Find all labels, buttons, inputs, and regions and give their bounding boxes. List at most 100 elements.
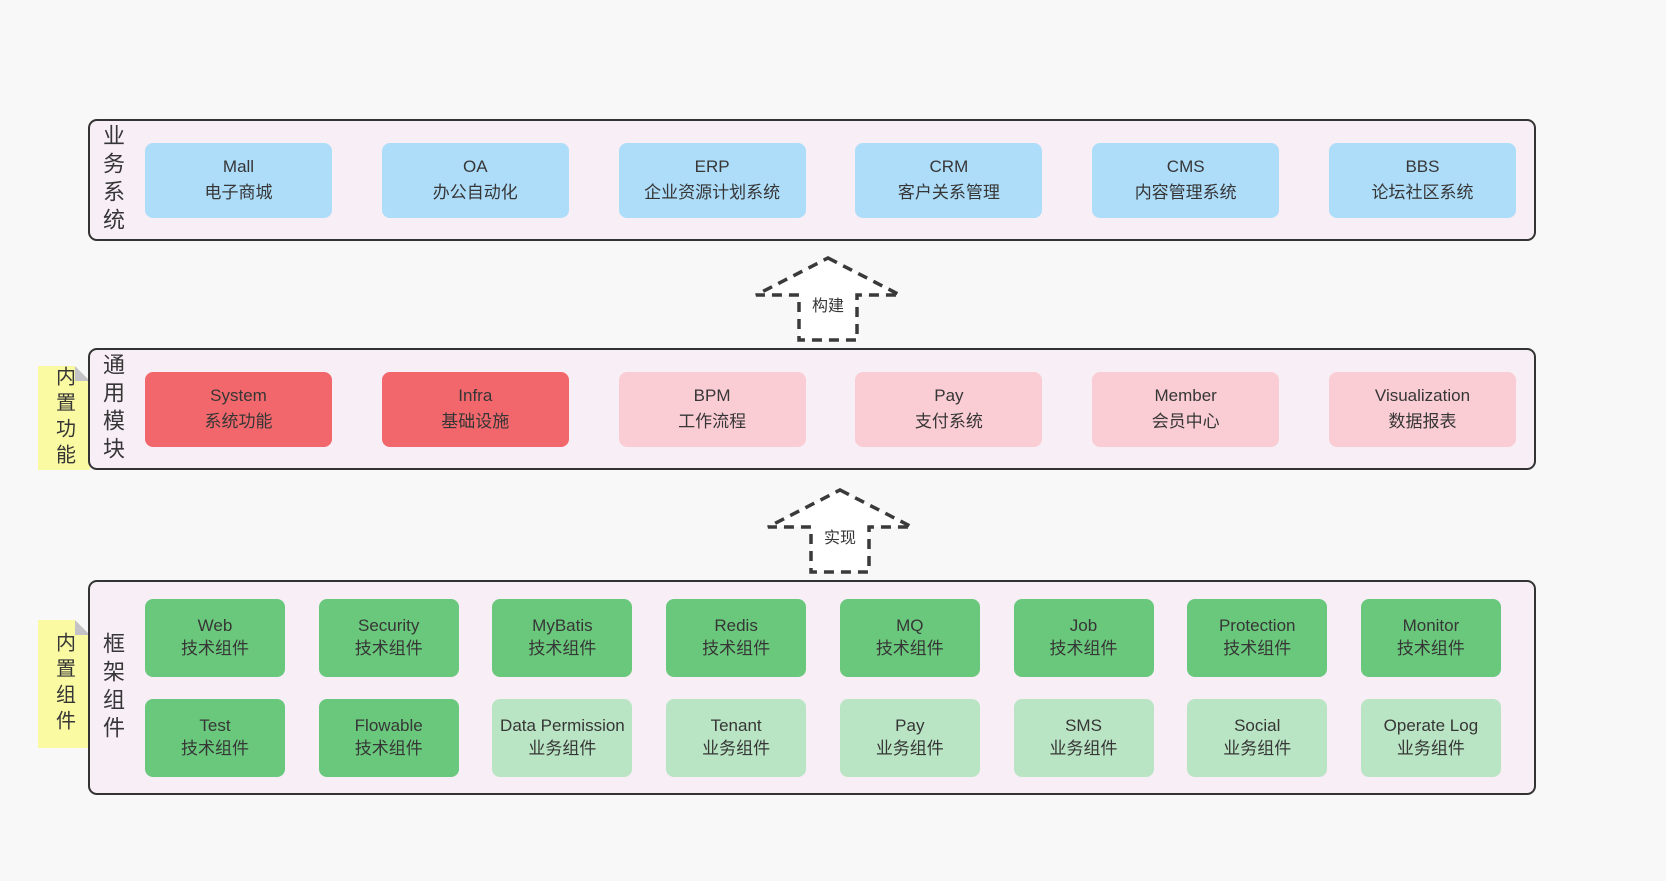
- component-grid: Web 技术组件 Security 技术组件 MyBatis 技术组件 Redi…: [128, 582, 1534, 793]
- box-subtitle: 业务组件: [702, 738, 771, 758]
- box-title: SMS: [1065, 715, 1102, 735]
- box-title: Web: [197, 615, 233, 635]
- box-title: System: [210, 385, 267, 405]
- box-visualization: Visualization 数据报表: [1328, 371, 1516, 447]
- box-subtitle: 技术组件: [181, 638, 249, 658]
- box-mybatis: MyBatis 技术组件: [492, 598, 633, 677]
- box-subtitle: 内容管理系统: [1134, 183, 1237, 202]
- box-mall: Mall 电子商城: [145, 142, 332, 218]
- box-subtitle: 技术组件: [1396, 638, 1465, 658]
- box-subtitle: 系统功能: [204, 412, 273, 431]
- box-security: Security 技术组件: [318, 598, 459, 677]
- box-monitor: Monitor 技术组件: [1360, 598, 1501, 677]
- box-subtitle: 技术组件: [1049, 638, 1118, 658]
- box-tenant: Tenant 业务组件: [666, 698, 807, 777]
- arrow-implement: 实现: [765, 487, 915, 575]
- box-title: Test: [199, 715, 231, 735]
- box-test: Test 技术组件: [145, 698, 285, 777]
- box-title: MyBatis: [532, 615, 593, 635]
- box-subtitle: 电子商城: [204, 183, 273, 202]
- layer-label-common-modules: 通用模块: [100, 353, 125, 465]
- box-subtitle: 办公自动化: [432, 183, 518, 202]
- component-row-1: Web 技术组件 Security 技术组件 MyBatis 技术组件 Redi…: [145, 598, 1501, 677]
- box-title: Security: [357, 615, 420, 635]
- box-subtitle: 支付系统: [914, 412, 983, 431]
- box-title: BBS: [1405, 156, 1440, 176]
- box-pay-component: Pay 业务组件: [839, 698, 980, 777]
- box-title: MQ: [896, 615, 924, 635]
- layer-label-business-systems: 业务系统: [100, 124, 125, 236]
- box-subtitle: 业务组件: [1049, 738, 1118, 758]
- box-subtitle: 技术组件: [354, 638, 423, 658]
- box-bbs: BBS 论坛社区系统: [1328, 142, 1516, 218]
- box-title: CRM: [929, 156, 969, 176]
- module-box-row: System 系统功能 Infra 基础设施 BPM 工作流程 Pay 支付系统…: [128, 350, 1534, 468]
- box-redis: Redis 技术组件: [666, 598, 807, 677]
- box-subtitle: 论坛社区系统: [1371, 183, 1474, 202]
- box-subtitle: 技术组件: [354, 738, 423, 758]
- box-subtitle: 客户关系管理: [897, 183, 1000, 202]
- box-title: Monitor: [1402, 615, 1460, 635]
- box-title: Data Permission: [500, 715, 625, 735]
- arrow-label: 实现: [819, 523, 861, 549]
- box-crm: CRM 客户关系管理: [855, 142, 1043, 218]
- box-title: Flowable: [354, 715, 423, 735]
- box-system: System 系统功能: [145, 371, 332, 447]
- layer-label-framework-components: 框架组件: [100, 631, 125, 744]
- box-subtitle: 技术组件: [702, 638, 771, 658]
- box-title: OA: [463, 156, 488, 176]
- box-mq: MQ 技术组件: [839, 598, 980, 677]
- business-box-row: Mall 电子商城 OA 办公自动化 ERP 企业资源计划系统 CRM 客户关系…: [128, 121, 1534, 239]
- box-erp: ERP 企业资源计划系统: [618, 142, 806, 218]
- box-subtitle: 技术组件: [528, 638, 597, 658]
- box-subtitle: 技术组件: [875, 638, 944, 658]
- box-pay-module: Pay 支付系统: [855, 371, 1043, 447]
- box-oa: OA 办公自动化: [381, 142, 569, 218]
- box-subtitle: 技术组件: [1223, 638, 1292, 658]
- box-operate-log: Operate Log 业务组件: [1360, 698, 1501, 777]
- box-infra: Infra 基础设施: [381, 371, 569, 447]
- box-subtitle: 业务组件: [875, 738, 944, 758]
- box-subtitle: 业务组件: [1396, 738, 1465, 758]
- tag-label: 内置功能: [52, 366, 75, 470]
- tag-built-in-features: 内置功能: [38, 366, 90, 470]
- box-subtitle: 数据报表: [1388, 412, 1457, 431]
- box-title: Redis: [714, 615, 758, 635]
- box-subtitle: 会员中心: [1151, 412, 1220, 431]
- box-title: ERP: [694, 156, 730, 176]
- arrow-label: 构建: [807, 291, 849, 317]
- box-cms: CMS 内容管理系统: [1092, 142, 1280, 218]
- box-title: Pay: [895, 715, 925, 735]
- box-title: Job: [1069, 615, 1098, 635]
- box-title: Pay: [934, 385, 964, 405]
- layer-panel-business-systems: 业务系统 Mall 电子商城 OA 办公自动化 ERP 企业资源计划系统 CRM…: [88, 119, 1536, 241]
- box-member: Member 会员中心: [1092, 371, 1280, 447]
- box-job: Job 技术组件: [1013, 598, 1154, 677]
- box-title: Member: [1154, 385, 1217, 405]
- box-title: BPM: [693, 385, 731, 405]
- box-subtitle: 技术组件: [181, 738, 249, 758]
- box-bpm: BPM 工作流程: [618, 371, 806, 447]
- box-subtitle: 工作流程: [678, 412, 747, 431]
- component-row-2: Test 技术组件 Flowable 技术组件 Data Permission …: [145, 698, 1501, 777]
- box-title: Protection: [1218, 615, 1296, 635]
- layer-panel-framework-components: 框架组件 Web 技术组件 Security 技术组件 MyBatis 技术组件…: [88, 580, 1536, 795]
- box-flowable: Flowable 技术组件: [318, 698, 459, 777]
- tag-label: 内置组件: [52, 632, 75, 736]
- box-title: Visualization: [1374, 385, 1471, 405]
- box-web: Web 技术组件: [145, 598, 285, 677]
- box-title: Infra: [458, 385, 493, 405]
- box-subtitle: 企业资源计划系统: [644, 183, 781, 202]
- box-title: Tenant: [710, 715, 762, 735]
- tag-built-in-components: 内置组件: [38, 620, 90, 748]
- box-sms: SMS 业务组件: [1013, 698, 1154, 777]
- box-title: Social: [1234, 715, 1281, 735]
- layer-panel-common-modules: 通用模块 System 系统功能 Infra 基础设施 BPM 工作流程 Pay…: [88, 348, 1536, 470]
- box-subtitle: 基础设施: [441, 412, 510, 431]
- box-title: Operate Log: [1383, 715, 1479, 735]
- arrow-build: 构建: [753, 255, 903, 343]
- box-title: Mall: [222, 156, 255, 176]
- box-title: CMS: [1166, 156, 1205, 176]
- box-social: Social 业务组件: [1187, 698, 1328, 777]
- box-data-permission: Data Permission 业务组件: [492, 698, 633, 777]
